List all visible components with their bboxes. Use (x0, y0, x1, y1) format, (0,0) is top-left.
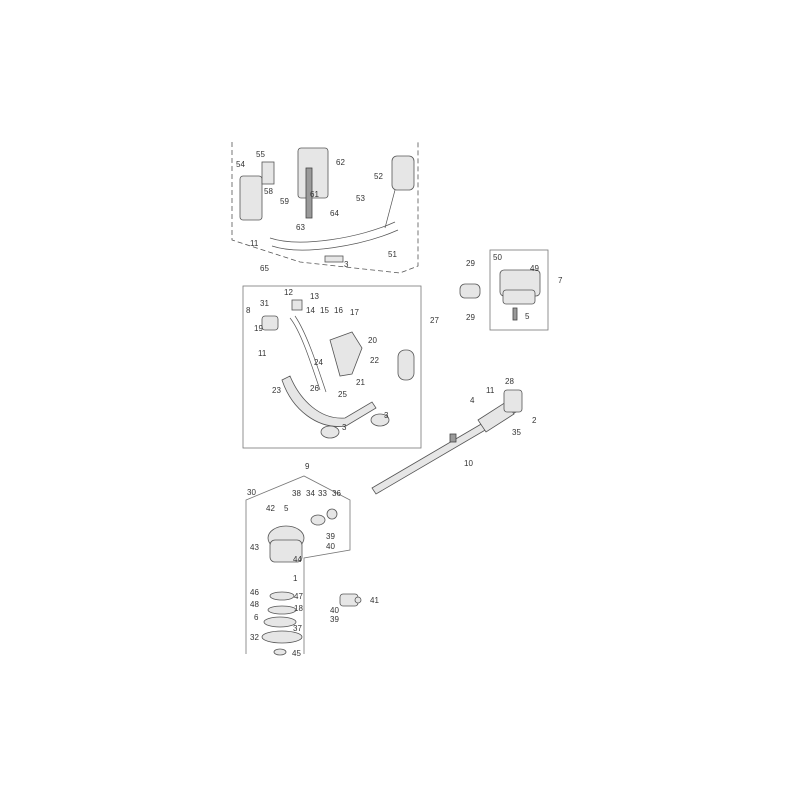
callout: 3 (344, 260, 349, 269)
callout: 18 (294, 604, 303, 613)
callout: 55 (256, 150, 265, 159)
callout: 49 (530, 264, 539, 273)
callout: 32 (250, 633, 259, 642)
callout: 65 (260, 264, 269, 273)
callout: 15 (320, 306, 329, 315)
callout: 20 (368, 336, 377, 345)
callout: 29 (466, 259, 475, 268)
callout: 39 (330, 615, 339, 624)
callout: 13 (310, 292, 319, 301)
callout: 11 (486, 386, 495, 395)
callout: 5 (284, 504, 289, 513)
callout: 52 (374, 172, 383, 181)
callout: 4 (470, 396, 475, 405)
callout: 22 (370, 356, 379, 365)
callout: 8 (246, 306, 251, 315)
callout: 45 (292, 649, 301, 658)
callout: 35 (512, 428, 521, 437)
callout: 6 (254, 613, 259, 622)
callout: 25 (338, 390, 347, 399)
callout: 62 (336, 158, 345, 167)
callout: 16 (334, 306, 343, 315)
callout: 7 (558, 276, 563, 285)
callout: 12 (284, 288, 293, 297)
callout: 10 (464, 459, 473, 468)
callout: 38 (292, 489, 301, 498)
callout: 44 (293, 555, 302, 564)
callout: 9 (305, 462, 310, 471)
callout: 43 (250, 543, 259, 552)
callout: 19 (254, 324, 263, 333)
callout: 47 (294, 592, 303, 601)
bearing-kit-group (339, 593, 362, 607)
callout: 59 (280, 197, 289, 206)
callout: 14 (306, 306, 315, 315)
callout: 28 (505, 377, 514, 386)
throttle-grip-group (242, 285, 422, 449)
callout: 36 (332, 489, 341, 498)
callout: 48 (250, 600, 259, 609)
drive-shaft (371, 389, 523, 495)
callout: 34 (306, 489, 315, 498)
callout: 39 (326, 532, 335, 541)
callout: 27 (430, 316, 439, 325)
callout: 37 (293, 624, 302, 633)
callout: 11 (250, 239, 259, 248)
callout: 58 (264, 187, 273, 196)
callout: 63 (296, 223, 305, 232)
callout: 17 (350, 308, 359, 317)
callout: 42 (266, 504, 275, 513)
handle-assembly-group (231, 142, 419, 274)
callout: 51 (388, 250, 397, 259)
callout: 24 (314, 358, 323, 367)
callout: 2 (532, 416, 537, 425)
callout: 41 (370, 596, 379, 605)
callout: 31 (260, 299, 269, 308)
callout: 61 (310, 190, 319, 199)
gear-head-group (245, 475, 351, 656)
callout: 64 (330, 209, 339, 218)
callout: 5 (525, 312, 530, 321)
callout: 3 (384, 411, 389, 420)
callout: 11 (258, 349, 267, 358)
callout: 53 (356, 194, 365, 203)
callout: 21 (356, 378, 365, 387)
callout: 46 (250, 588, 259, 597)
callout: 40 (330, 606, 339, 615)
callout: 50 (493, 253, 502, 262)
callout: 29 (466, 313, 475, 322)
callout: 3 (342, 423, 347, 432)
callout: 30 (247, 488, 256, 497)
callout: 54 (236, 160, 245, 169)
callout: 40 (326, 542, 335, 551)
callout: 1 (293, 574, 298, 583)
clamp-bracket-group (459, 249, 549, 331)
callout: 26 (310, 384, 319, 393)
callout: 33 (318, 489, 327, 498)
callout: 23 (272, 386, 281, 395)
callout-labels: 54 55 58 59 61 62 53 52 63 64 11 51 65 3… (236, 150, 563, 658)
